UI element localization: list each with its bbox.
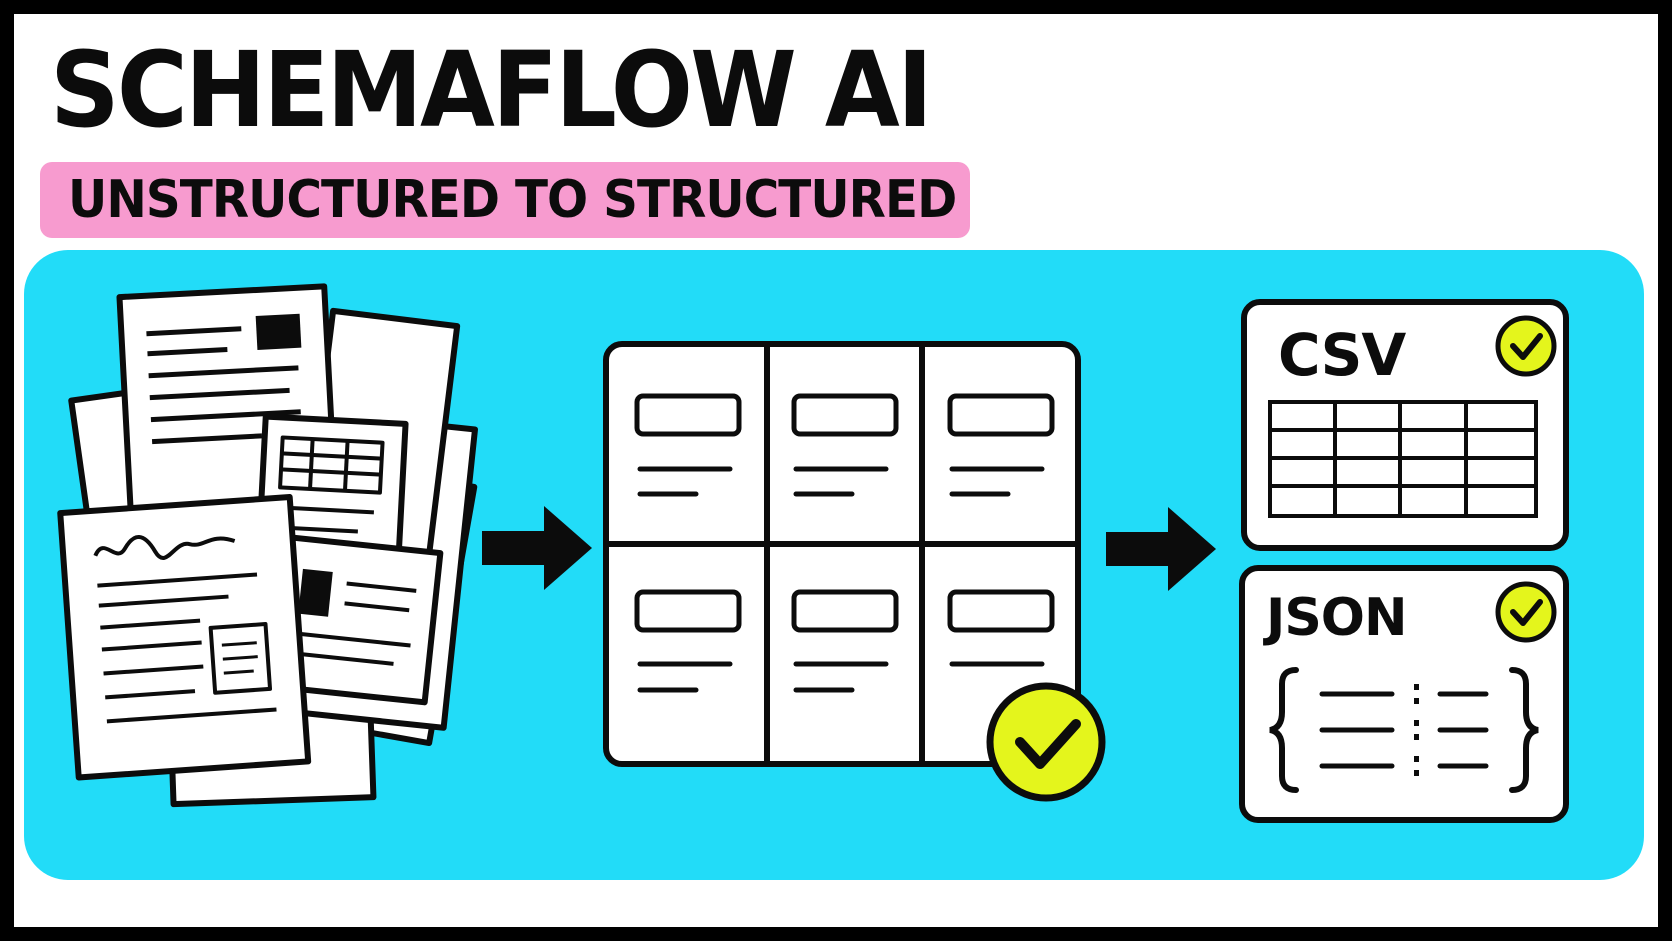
document-stack-icon: [57, 283, 478, 808]
json-lines: [1319, 691, 1489, 769]
csv-card: [1241, 299, 1569, 551]
check-badge-icon: [1495, 315, 1557, 377]
page-subtitle: UNSTRUCTURED TO STRUCTURED: [68, 170, 957, 230]
json-card: [1239, 565, 1569, 823]
table-icon: [1268, 400, 1538, 518]
subtitle-highlight: [40, 162, 970, 238]
arrow-right-icon: [482, 506, 592, 590]
paper-block: [272, 534, 444, 706]
paper-front: [57, 494, 312, 781]
check-badge-icon: [986, 682, 1106, 802]
arrow-right-icon: [1106, 507, 1216, 591]
page-title: SCHEMAFLOW AI: [50, 29, 933, 151]
grid-cells: [634, 393, 1055, 693]
braces-icon: [1269, 667, 1539, 793]
json-label: JSON: [1266, 588, 1408, 648]
json-colons: [1414, 684, 1419, 776]
csv-label: CSV: [1278, 321, 1406, 389]
check-badge-icon: [1495, 581, 1557, 643]
structured-grid: [603, 341, 1081, 767]
